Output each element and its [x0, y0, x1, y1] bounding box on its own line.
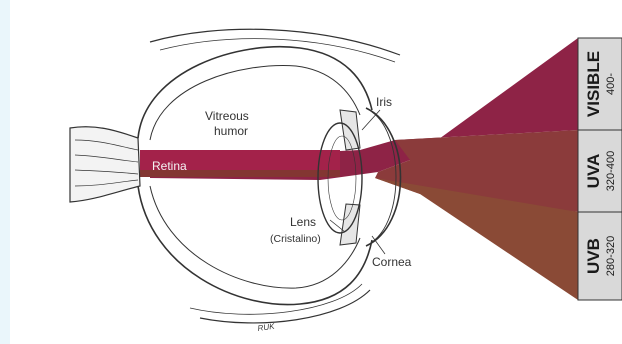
label-cornea: Cornea: [372, 255, 412, 269]
band-visible-range: 400-: [605, 73, 617, 95]
label-lens-sub: (Cristalino): [270, 233, 321, 245]
label-retina: Retina: [152, 159, 187, 173]
left-edge-tint: [0, 0, 10, 344]
spectrum-panel: VISIBLE 400- UVA 320-400 UVB 280-320: [578, 38, 622, 300]
band-uva-range: 320-400: [605, 151, 617, 191]
label-vitreous-line1: Vitreous: [205, 109, 249, 123]
label-lens: Lens: [290, 215, 316, 229]
band-visible-title: VISIBLE: [584, 51, 603, 117]
label-vitreous-line2: humor: [214, 124, 248, 138]
band-uva-title: UVA: [584, 154, 603, 189]
label-iris: Iris: [376, 95, 392, 109]
band-uvb-title: UVB: [584, 238, 603, 274]
band-uvb-range: 280-320: [605, 236, 617, 276]
